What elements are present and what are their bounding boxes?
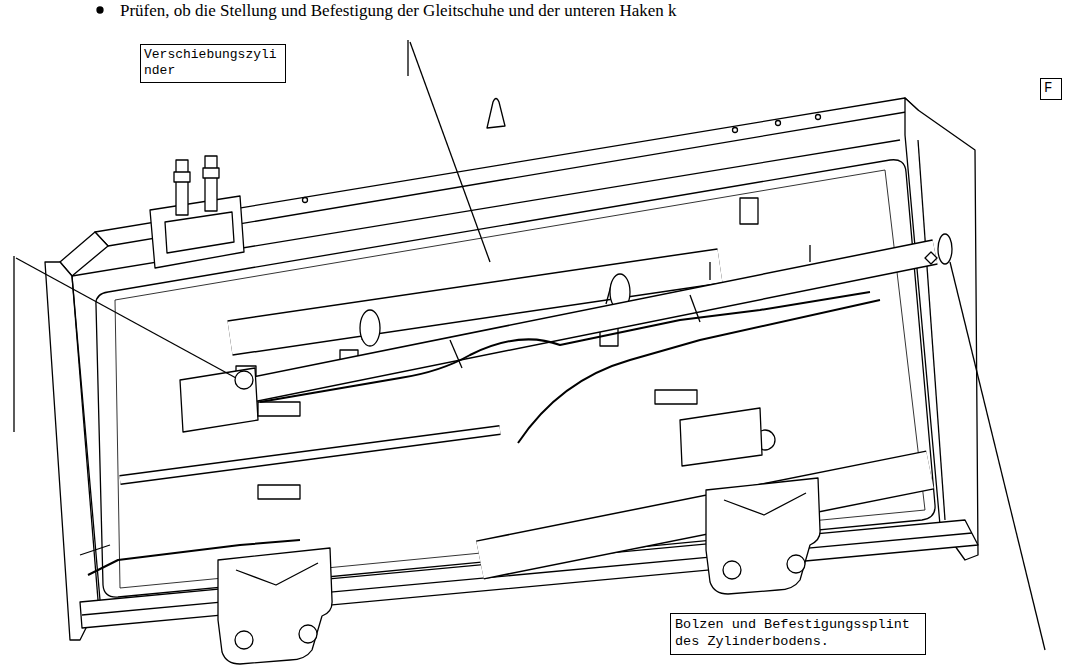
- callout-text: Bolzen und Befestigungssplint des Zylind…: [675, 617, 921, 651]
- inner-opening: [96, 160, 935, 597]
- fitting: [235, 371, 253, 389]
- instruction-text: Prüfen, ob die Stellung und Befestigung …: [120, 1, 677, 21]
- leader-tick: [13, 256, 14, 432]
- callout-text: Verschiebungszylinder: [144, 47, 282, 80]
- valve-block: [150, 196, 244, 268]
- hydraulic-hose: [260, 292, 870, 402]
- leader-tick: [407, 40, 408, 76]
- valve-plate: [165, 212, 234, 253]
- leader-line: [410, 42, 490, 262]
- callout-box: Verschiebungszylinder: [140, 44, 286, 83]
- split-pin: [925, 252, 937, 264]
- positioner-tube: [240, 234, 952, 392]
- callout-box: Bolzen und Befestigungssplint des Zylind…: [670, 613, 926, 655]
- left-member: [45, 262, 100, 640]
- lifting-ring: [487, 99, 505, 129]
- hole: [816, 115, 821, 120]
- left-member-edge: [72, 276, 98, 600]
- callout-text: F: [1044, 80, 1058, 98]
- bullet-dot: [97, 7, 103, 13]
- hydraulic-hose: [518, 300, 880, 443]
- callout-box: F: [1040, 78, 1062, 100]
- hole: [303, 198, 308, 203]
- top-bar-end: [60, 232, 108, 276]
- fitting-nut: [203, 168, 219, 178]
- leader-line: [16, 258, 236, 378]
- clamp: [258, 402, 300, 416]
- hole: [776, 121, 781, 126]
- fitting: [176, 160, 188, 215]
- leader-line: [950, 262, 1045, 650]
- hole: [733, 128, 738, 133]
- fitting: [205, 156, 217, 211]
- top-bar-edge: [72, 140, 900, 276]
- cylinder-bolt: [938, 234, 952, 264]
- fitting-nut: [174, 172, 190, 182]
- mounting-plate: [180, 368, 258, 432]
